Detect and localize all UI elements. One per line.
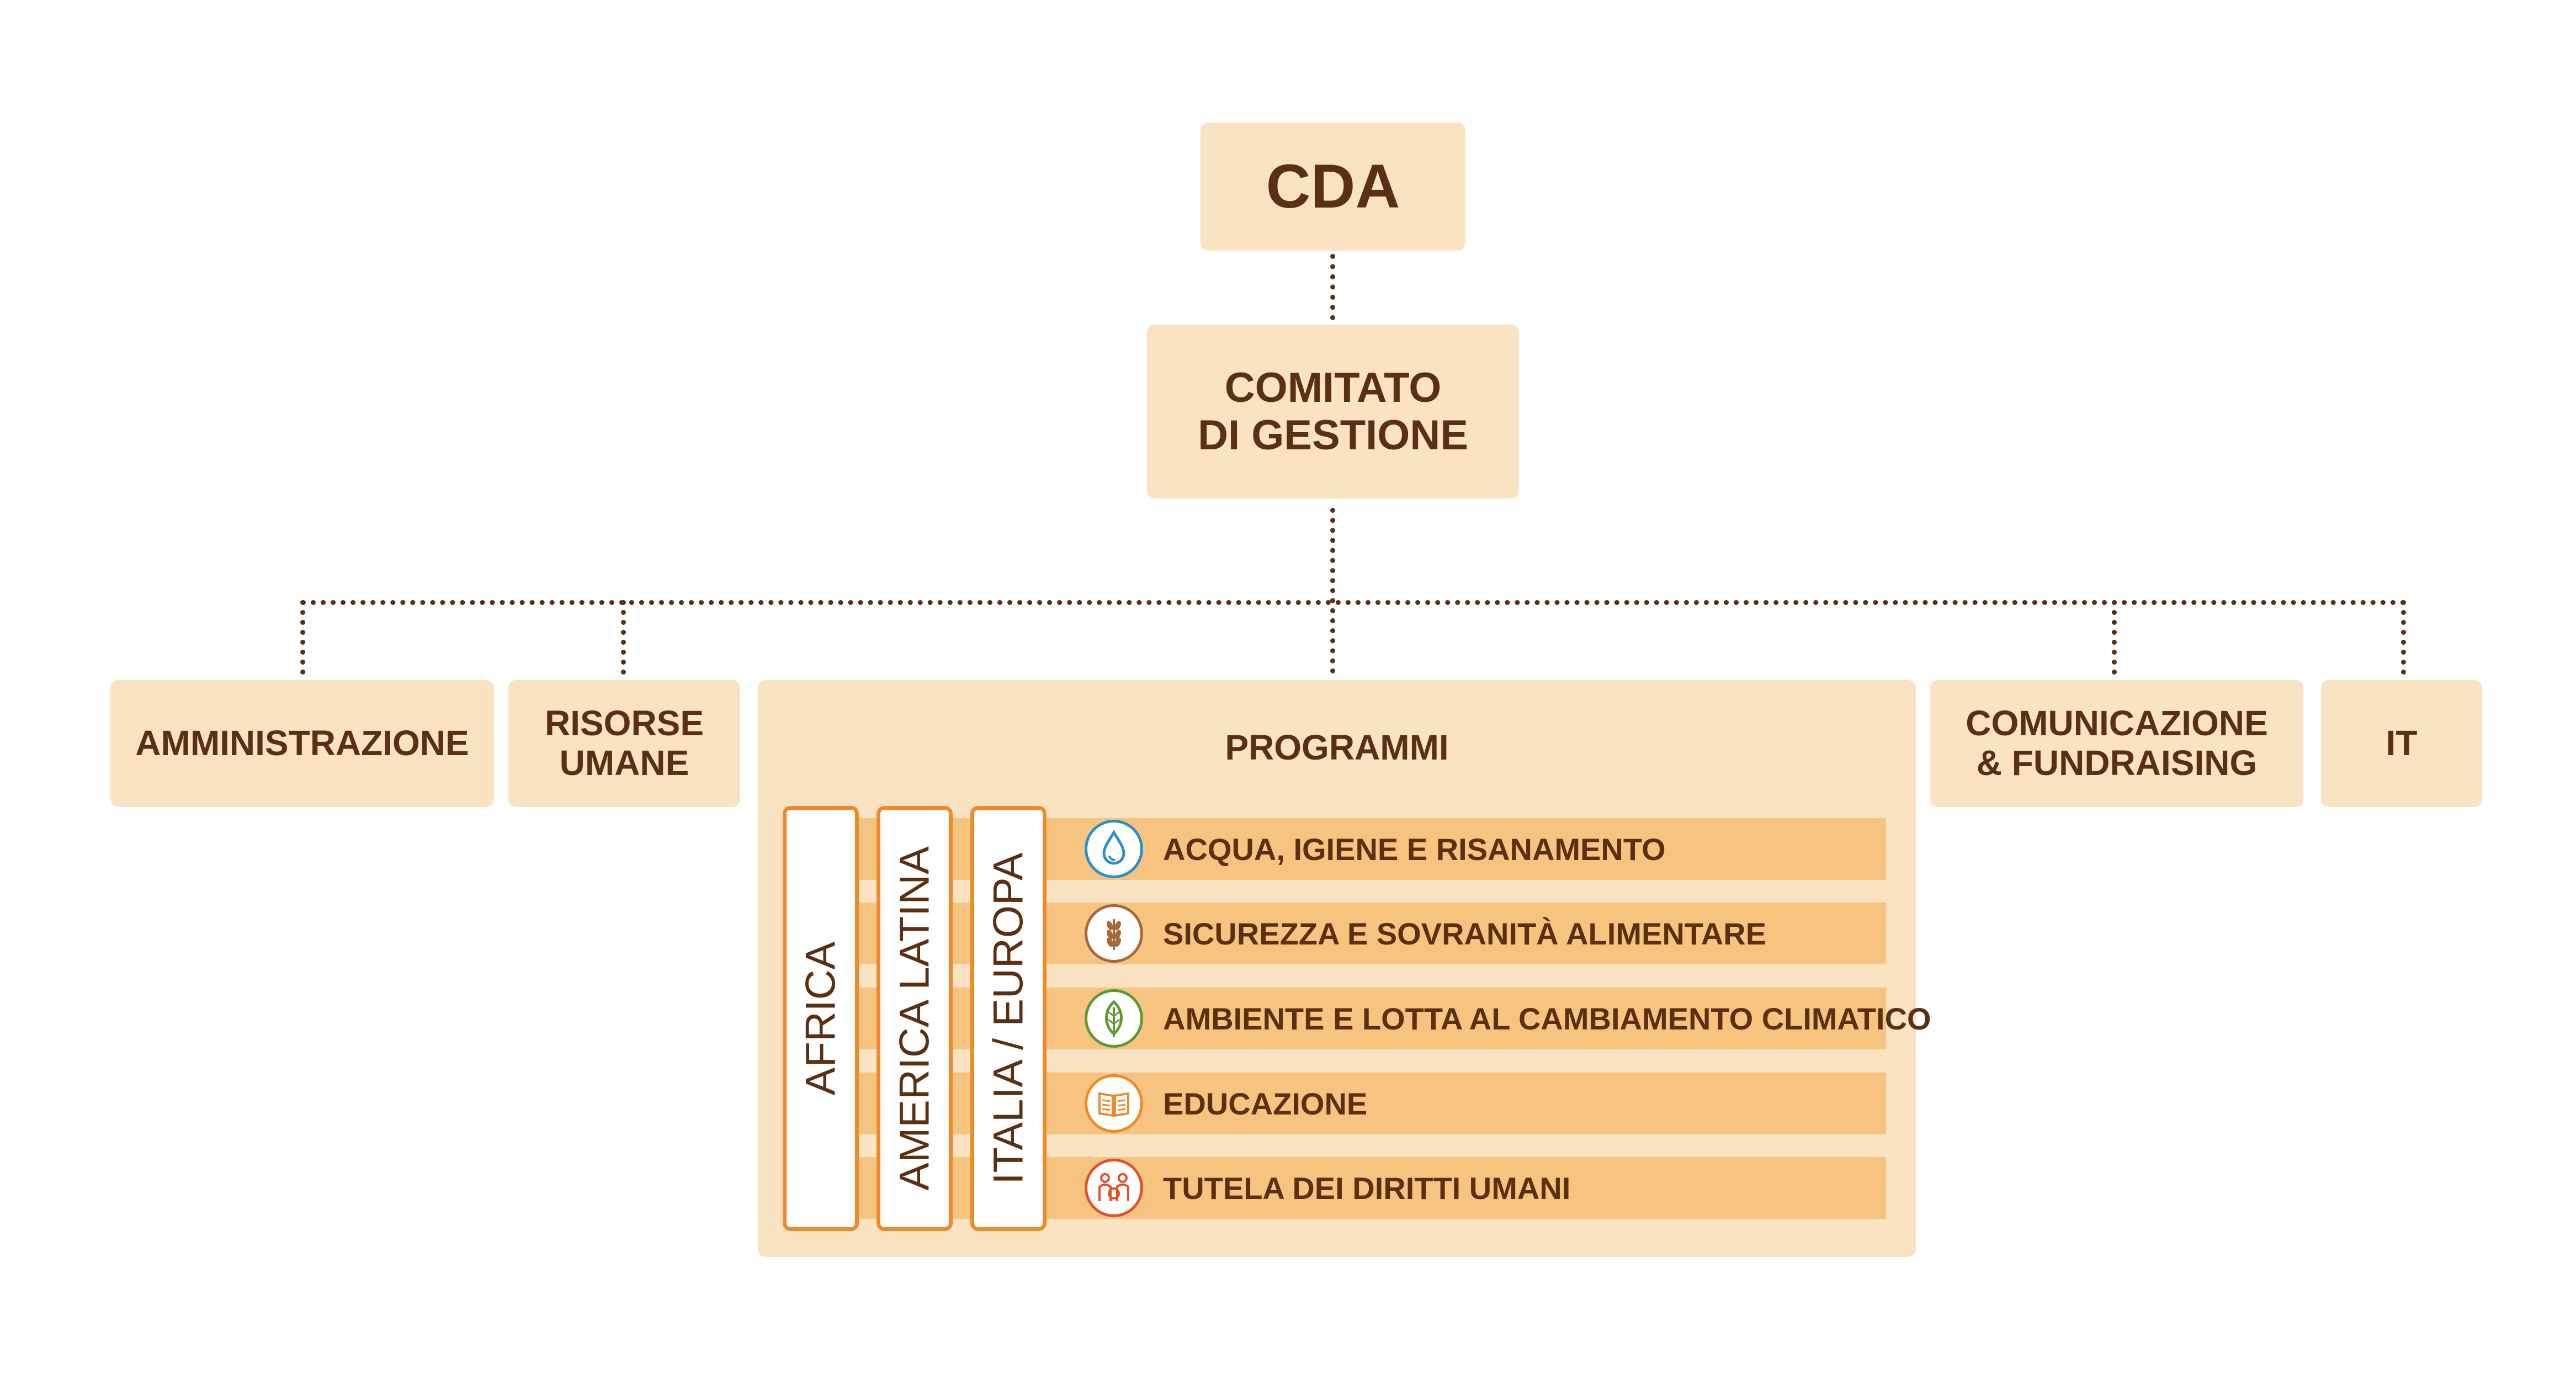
it-node: IT <box>2321 680 2482 807</box>
region-italia-europa: ITALIA / EUROPA <box>970 806 1047 1231</box>
program-label-food: SICUREZZA E SOVRANITÀ ALIMENTARE <box>1163 916 1767 951</box>
programmi-title: PROGRAMMI <box>1225 728 1449 767</box>
region-america-latina: AMERICA LATINA <box>877 806 953 1231</box>
amministrazione-node: AMMINISTRAZIONE <box>110 680 494 807</box>
risorse-umane-node: RISORSE UMANE <box>508 680 740 807</box>
region-africa: AFRICA <box>783 806 859 1231</box>
connector-comitato-main <box>1330 508 1335 673</box>
it-label: IT <box>2386 723 2418 763</box>
connector-horizontal <box>301 600 2407 605</box>
region-label-italia-europa: ITALIA / EUROPA <box>985 852 1032 1185</box>
book-icon <box>1085 1074 1143 1133</box>
cda-node: CDA <box>1201 123 1465 251</box>
program-label-water: ACQUA, IGIENE E RISANAMENTO <box>1163 831 1666 867</box>
water-drop-icon <box>1085 820 1143 878</box>
cda-label: CDA <box>1266 152 1400 221</box>
comunicazione-label: COMUNICAZIONE & FUNDRAISING <box>1966 703 2268 783</box>
connector-amministrazione <box>300 600 305 675</box>
comitato-label: COMITATO DI GESTIONE <box>1198 364 1468 459</box>
region-label-america-latina: AMERICA LATINA <box>891 846 938 1191</box>
connector-it <box>2401 600 2406 675</box>
leaf-icon <box>1085 989 1143 1048</box>
connector-risorse-umane <box>621 600 626 675</box>
program-label-environment: AMBIENTE E LOTTA AL CAMBIAMENTO CLIMATIC… <box>1163 1001 1931 1036</box>
wheat-icon <box>1085 904 1143 963</box>
risorse-umane-label: RISORSE UMANE <box>544 703 704 783</box>
program-label-education: EDUCAZIONE <box>1163 1086 1368 1121</box>
connector-cda-comitato <box>1330 254 1335 320</box>
program-label-human-rights: TUTELA DEI DIRITTI UMANI <box>1163 1170 1571 1206</box>
comunicazione-fundraising-node: COMUNICAZIONE & FUNDRAISING <box>1930 680 2303 807</box>
connector-comunicazione <box>2112 600 2117 675</box>
amministrazione-label: AMMINISTRAZIONE <box>135 723 469 763</box>
comitato-di-gestione-node: COMITATO DI GESTIONE <box>1147 325 1519 498</box>
region-label-africa: AFRICA <box>797 941 844 1096</box>
people-icon <box>1085 1159 1143 1217</box>
